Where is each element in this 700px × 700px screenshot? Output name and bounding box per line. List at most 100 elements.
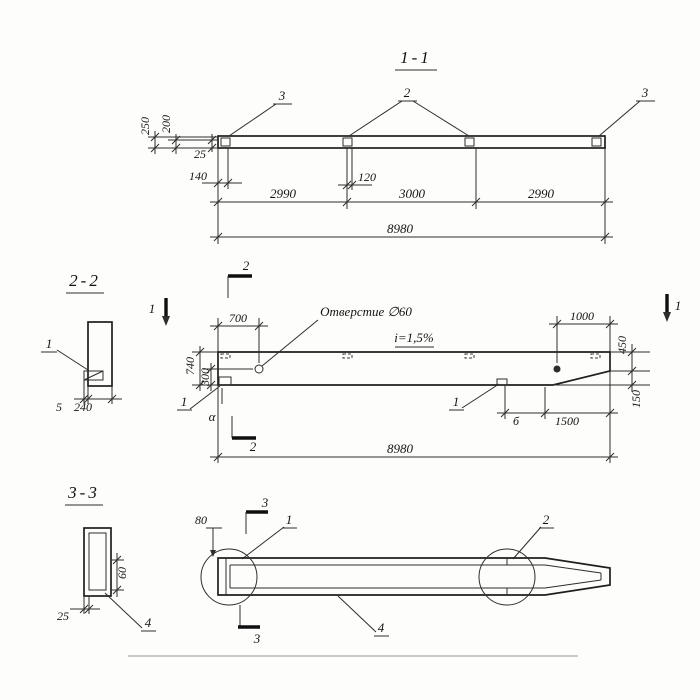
callout-2: 2: [348, 85, 470, 137]
label-alpha-text: α: [209, 409, 217, 424]
callout-1-elevation-left: 1: [177, 385, 221, 411]
left-width-dimensions: 250 200 25 140: [138, 115, 242, 189]
section-2-2-plate: [83, 370, 104, 381]
embed-plate-hidden: [342, 353, 353, 359]
cut-mark-2-bottom: 2: [231, 416, 257, 454]
section-2-2-dimensions: 5 240: [56, 380, 122, 414]
callout-2-bottom-label: 2: [543, 512, 550, 527]
dim-25: 25: [194, 147, 206, 161]
dim-120: 120: [338, 148, 376, 190]
embed-plate: [464, 137, 475, 147]
dim-700: 700: [210, 311, 268, 363]
left-end-notch: [218, 376, 232, 386]
dim-450: 450: [615, 336, 629, 354]
callout-3-left: 3: [228, 88, 292, 137]
callout-1-bottom: 1: [241, 512, 297, 560]
dim-60: 60: [111, 553, 129, 597]
dim-300: 300: [198, 368, 212, 387]
section-title-2-2: 2-2: [69, 271, 101, 290]
section-title-1-1: 1-1: [400, 48, 432, 67]
dim-80: 80: [195, 513, 222, 557]
embed-plate: [591, 137, 602, 147]
slope-annotation: i=1,5%: [394, 330, 434, 348]
cut-mark-3-bottom: 3: [238, 605, 261, 646]
detail-circle-left: [200, 548, 258, 606]
dim-1500-b: б 1500: [497, 371, 618, 463]
dim-120-label: 120: [358, 170, 376, 184]
section-title-3-3: 3-3: [67, 483, 100, 502]
dim-25-section33-label: 25: [57, 609, 69, 623]
cut-3-top-label: 3: [261, 495, 269, 510]
cut-mark-1-right: 1: [663, 294, 681, 322]
beam-elevation-outline: [217, 351, 611, 386]
callout-4-section33: 4: [104, 592, 156, 632]
dim-b-label: б: [513, 414, 520, 428]
dim-240: 240: [74, 400, 92, 414]
embed-plate-hidden: [464, 353, 475, 359]
cut-2-bottom-label: 2: [250, 439, 257, 454]
cut-1-left-label: 1: [149, 301, 156, 316]
dim-700-label: 700: [229, 311, 247, 325]
callout-4-section33-label: 4: [145, 615, 152, 630]
callout-3-right-label: 3: [641, 85, 649, 100]
dim-1000: 1000: [549, 309, 618, 363]
label-alpha: α: [209, 388, 223, 424]
dim-1000-label: 1000: [570, 309, 594, 323]
callout-4-bottom-label: 4: [378, 620, 385, 635]
dim-3000: 3000: [398, 186, 426, 201]
dim-450-150: 450 150: [553, 336, 650, 408]
callout-1-bottom-label: 1: [286, 512, 293, 527]
beam-plan-outline: [217, 135, 606, 149]
embed-plate: [220, 137, 231, 147]
callout-1-section22-label: 1: [46, 336, 53, 351]
dim-1500-label: 1500: [555, 414, 579, 428]
bottom-plan-view: 3 80 1 2: [195, 495, 611, 646]
cut-2-top-label: 2: [243, 258, 250, 273]
dim-60-label: 60: [115, 567, 129, 579]
dim-80-label: 80: [195, 513, 207, 527]
embed-plate-hidden: [590, 353, 601, 359]
dim-740: 740: [183, 357, 197, 375]
detail-circle-right: [478, 548, 536, 606]
callout-2-bottom: 2: [512, 512, 554, 560]
callout-2-label: 2: [404, 85, 411, 100]
dim-8980-elevation-label: 8980: [387, 441, 414, 456]
dim-740-300: 740 300: [183, 346, 253, 391]
dim-2990-right: 2990: [528, 186, 555, 201]
callout-1-elevation-right-label: 1: [453, 394, 460, 409]
view-1-1-plan: 1-1 3 2 3: [138, 48, 655, 244]
dim-8980-elevation: 8980: [210, 385, 618, 463]
right-bottom-notch: [496, 378, 508, 386]
dim-150: 150: [629, 390, 643, 408]
elevation-view: 2 1 1 Отверстие ∅60: [149, 258, 681, 463]
dim-5: 5: [56, 400, 62, 414]
hole-note: Отверстие ∅60: [261, 304, 412, 367]
section-3-3: 3-3 60 25 4: [57, 483, 156, 632]
callout-1-elevation-left-label: 1: [181, 394, 188, 409]
hole-60: [254, 364, 264, 374]
beam-bottom-outline: [217, 557, 611, 596]
slope-label: i=1,5%: [394, 330, 434, 345]
embed-plate-hidden: [220, 353, 231, 359]
cut-mark-3-top: 3: [245, 495, 269, 534]
section-2-2-outline: [87, 321, 113, 387]
dim-250: 250: [138, 117, 152, 135]
dim-8980-plan: 8980: [387, 221, 414, 236]
callout-3-left-label: 3: [278, 88, 286, 103]
dim-2990-left: 2990: [270, 186, 297, 201]
section-2-2: 2-2 1 5 240: [41, 271, 122, 414]
hole-note-label: Отверстие ∅60: [320, 304, 412, 319]
plan-span-dimensions: 2990 3000 2990 8980: [210, 148, 613, 244]
callout-1-section22: 1: [41, 336, 89, 371]
dim-200: 200: [159, 115, 173, 133]
section-3-3-inner: [88, 532, 107, 591]
cut-1-right-label: 1: [675, 298, 682, 313]
cut-3-bottom-label: 3: [253, 631, 261, 646]
embed-plate: [342, 137, 353, 147]
section-3-3-outer: [83, 527, 112, 597]
cut-mark-1-left: 1: [149, 298, 170, 326]
dim-140: 140: [189, 169, 207, 183]
callout-1-elevation-right: 1: [449, 383, 500, 411]
